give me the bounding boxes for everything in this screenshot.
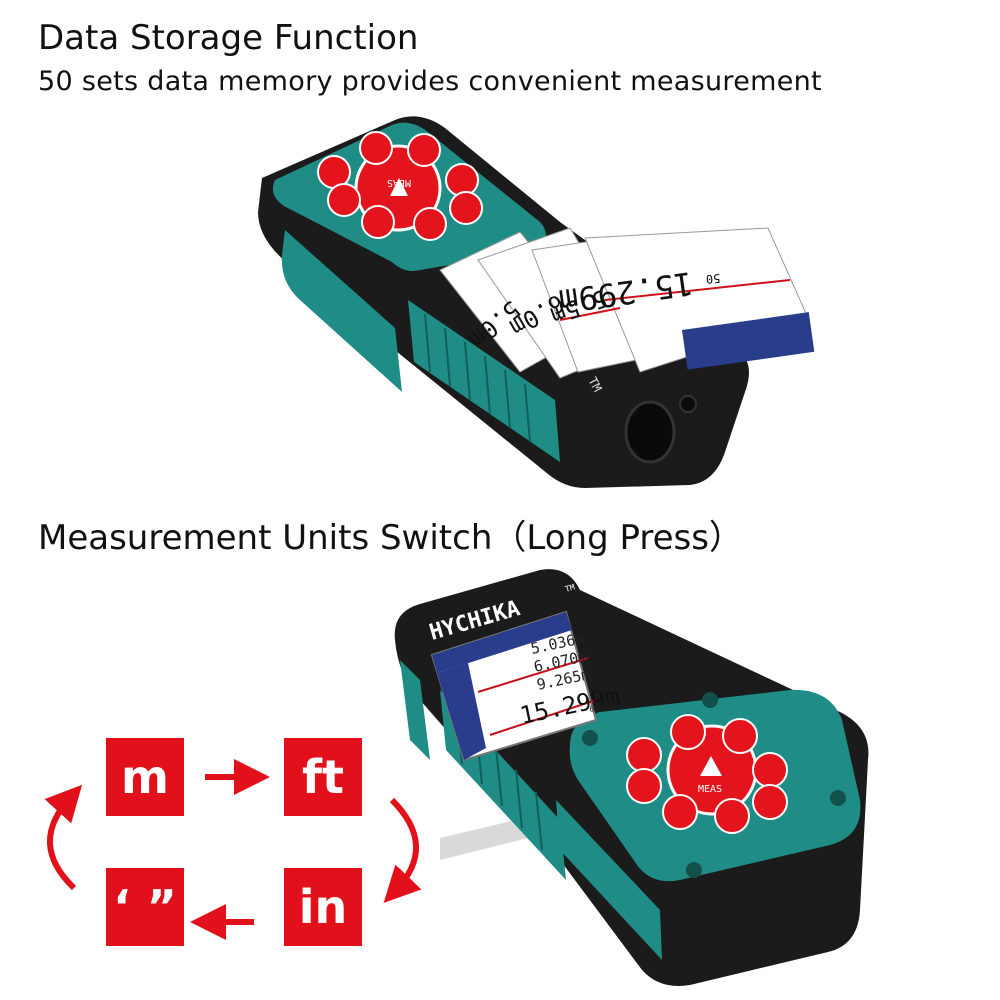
arrow-ft-to-in <box>383 797 422 904</box>
unit-box-m: m <box>106 738 184 816</box>
svg-text:TM: TM <box>585 375 604 394</box>
storage-title: Data Storage Function <box>38 18 419 58</box>
brand-trademark: TM <box>564 583 576 594</box>
top-device-illustration: TM MEAS 15.299m 5.5m 6.0m 5.0m 50 <box>258 116 815 488</box>
bottom-device-illustration: HYCHIKA TM 5.036m 6.070m 9.265m 15.299m … <box>394 569 869 986</box>
storage-subtitle: 50 sets data memory provides convenient … <box>38 66 822 97</box>
bottom-meas-label: MEAS <box>698 784 722 795</box>
memory-screens: 15.299m 5.5m 6.0m 5.0m 50 <box>439 227 815 379</box>
unit-box-inch-marks: ‘ ” <box>106 868 184 946</box>
screen-range: 60m <box>589 702 605 714</box>
memory-index: 50 <box>705 271 721 286</box>
arrow-quotes-to-m <box>44 784 83 891</box>
top-keypad: MEAS <box>317 131 483 241</box>
top-meas-label: MEAS <box>387 177 411 188</box>
units-title: Measurement Units Switch（Long Press） <box>38 518 743 558</box>
unit-box-in: in <box>284 868 362 946</box>
unit-cycle-arrows <box>44 759 422 940</box>
device-screen: 5.036m 6.070m 9.265m 15.299m 60m <box>430 610 622 762</box>
bottom-keypad: MEAS <box>626 714 788 834</box>
unit-box-ft: ft <box>284 738 362 816</box>
